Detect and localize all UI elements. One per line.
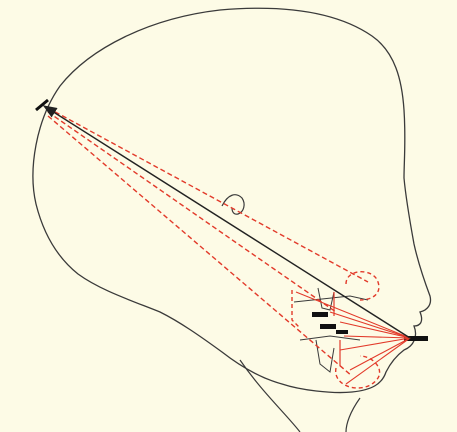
head-profile-outline — [33, 8, 431, 392]
lower-tooth — [316, 340, 334, 372]
occlusal-bar-lower — [320, 324, 336, 329]
upper-jaw-line — [294, 296, 368, 302]
red-fan-2 — [330, 312, 410, 338]
neck-front-line — [346, 398, 360, 432]
chin-region-dashed — [336, 356, 380, 388]
red-ray-upper — [48, 108, 368, 282]
reference-line-arrow — [44, 106, 410, 338]
occlusal-bar-right — [336, 330, 348, 334]
occiput-marker — [36, 100, 48, 110]
occlusal-bar-upper — [312, 312, 328, 317]
cheek-region-dashed — [292, 290, 300, 328]
